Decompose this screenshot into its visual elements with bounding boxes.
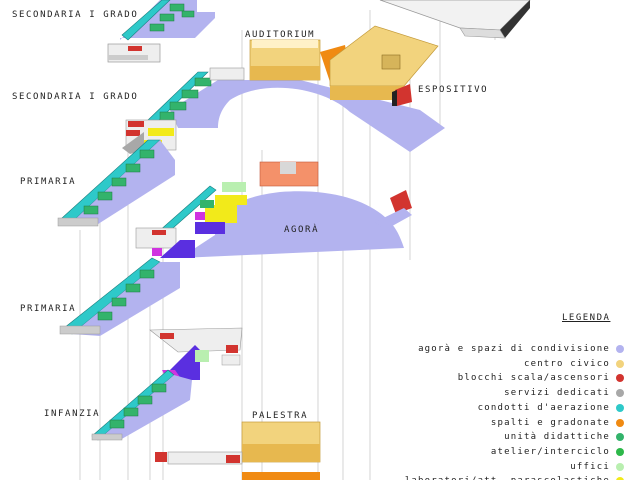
legend-item-label: agorà e spazi di condivisione [418,344,610,354]
legend-swatch-icon [616,477,624,480]
legend-swatch-icon [616,447,624,456]
legend-item: agorà e spazi di condivisione [418,342,624,356]
label-primaria-lower: PRIMARIA [20,304,77,314]
label-palestra: PALESTRA [252,411,309,421]
legend-swatch-icon [616,345,624,353]
label-infanzia: INFANZIA [44,409,101,419]
legend-swatch-icon [616,462,624,471]
legend-item: unità didattiche [504,430,624,444]
legend-item: uffici [570,460,624,474]
legend-swatch-icon [616,374,624,383]
legend-item-label: unità didattiche [504,432,610,443]
label-agora: AGORÀ [284,225,320,235]
label-auditorium: AUDITORIUM [245,30,316,40]
label-secondaria-mid: SECONDARIA I GRADO [12,92,139,102]
legend-swatch-icon [616,359,624,368]
legend-item: spalti e gradonate [491,416,624,430]
legend-item: atelier/interciclo [491,445,624,459]
legend-item-label: blocchi scala/ascensori [457,373,610,384]
legend-item: centro civico [524,357,624,371]
legend-item: blocchi scala/ascensori [458,371,624,385]
legend-item: laboratori/att. parascolastiche [405,474,624,480]
legend-item-label: uffici [570,461,610,472]
level-infanzia [91,327,243,441]
legend-swatch-icon [616,389,624,398]
legend-item-label: spalti e gradonate [490,417,610,428]
level-auditorium [122,25,445,154]
legend-item-label: condotti d'aerazione [477,402,610,413]
label-espositivo: ESPOSITIVO [418,85,489,95]
legend-swatch-icon [616,418,624,427]
level-secondaria-top [107,0,215,63]
legend-item-label: atelier/interciclo [490,446,610,457]
level-primaria-upper [57,139,412,227]
legend-item-label: servizi dedicati [504,388,610,399]
label-primaria-upper: PRIMARIA [20,177,77,187]
level-primaria-lower [59,257,180,336]
legend-item: servizi dedicati [504,386,624,400]
legend-title: LEGENDA [562,313,611,323]
legend-swatch-icon [616,433,624,442]
legend-swatch-icon [616,403,624,412]
legend-item-label: laboratori/att. parascolastiche [405,476,610,480]
legend-item-label: centro civico [523,358,610,369]
label-secondaria-top: SECONDARIA I GRADO [12,10,139,20]
top-block [379,0,531,39]
legend-item: condotti d'aerazione [478,401,624,415]
level-palestra [155,421,321,480]
level-agora [135,182,412,258]
